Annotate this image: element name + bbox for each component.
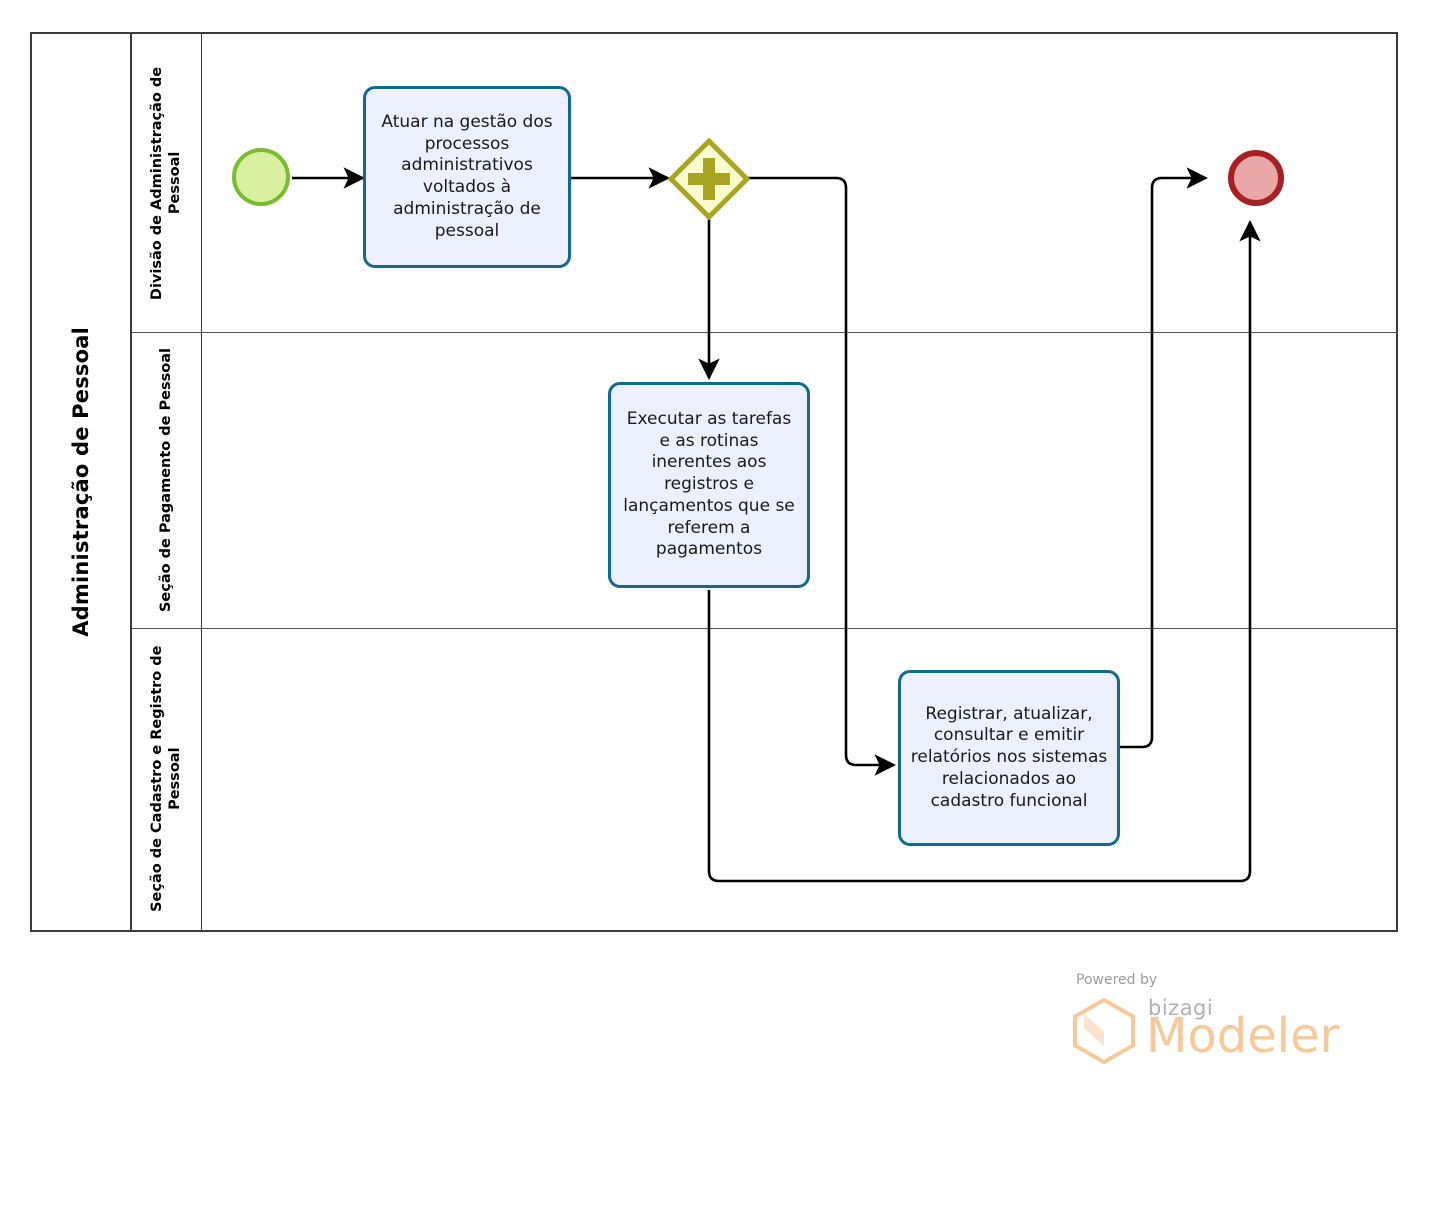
- lane-divider-1: [132, 332, 1398, 333]
- lane-divisao-de-administracao-de-pessoal[interactable]: Divisão de Administração de Pessoal: [132, 34, 1398, 332]
- pool-title: Administração de Pessoal: [69, 327, 93, 637]
- end-event[interactable]: [1228, 150, 1284, 206]
- task-registrar-atualizar[interactable]: Registrar, atualizar, consultar e emitir…: [898, 670, 1120, 846]
- powered-by-label: Powered by: [1076, 972, 1158, 988]
- lane-header-divisao: Divisão de Administração de Pessoal: [132, 34, 202, 332]
- lane-label-divisao: Divisão de Administração de Pessoal: [149, 66, 184, 300]
- parallel-gateway[interactable]: [667, 137, 751, 221]
- lane-label-pagamento: Seção de Pagamento de Pessoal: [158, 347, 175, 613]
- bizagi-wordmark: bizagi: [1148, 996, 1214, 1020]
- lane-divider-2: [132, 628, 1398, 629]
- lane-label-cadastro: Seção de Cadastro e Registro de Pessoal: [149, 645, 184, 913]
- start-event[interactable]: [232, 148, 290, 206]
- task-executar-tarefas[interactable]: Executar as tarefas e as rotinas inerent…: [608, 382, 810, 588]
- lane-header-cadastro: Seção de Cadastro e Registro de Pessoal: [132, 628, 202, 930]
- modeler-wordmark: Modeler: [1146, 1008, 1340, 1064]
- lane-secao-de-cadastro-e-registro-de-pessoal[interactable]: Seção de Cadastro e Registro de Pessoal: [132, 628, 1398, 930]
- gateway-plus-icon: [688, 158, 730, 200]
- bizagi-hexagon-logo-icon: [1073, 998, 1135, 1064]
- lane-header-pagamento: Seção de Pagamento de Pessoal: [132, 332, 202, 628]
- pool-header: Administração de Pessoal: [32, 34, 132, 930]
- task-atuar-gestao[interactable]: Atuar na gestão dos processos administra…: [363, 86, 571, 268]
- bizagi-branding: Powered by bizagi Modeler: [1072, 972, 1339, 1072]
- lane-secao-de-pagamento-de-pessoal[interactable]: Seção de Pagamento de Pessoal: [132, 332, 1398, 628]
